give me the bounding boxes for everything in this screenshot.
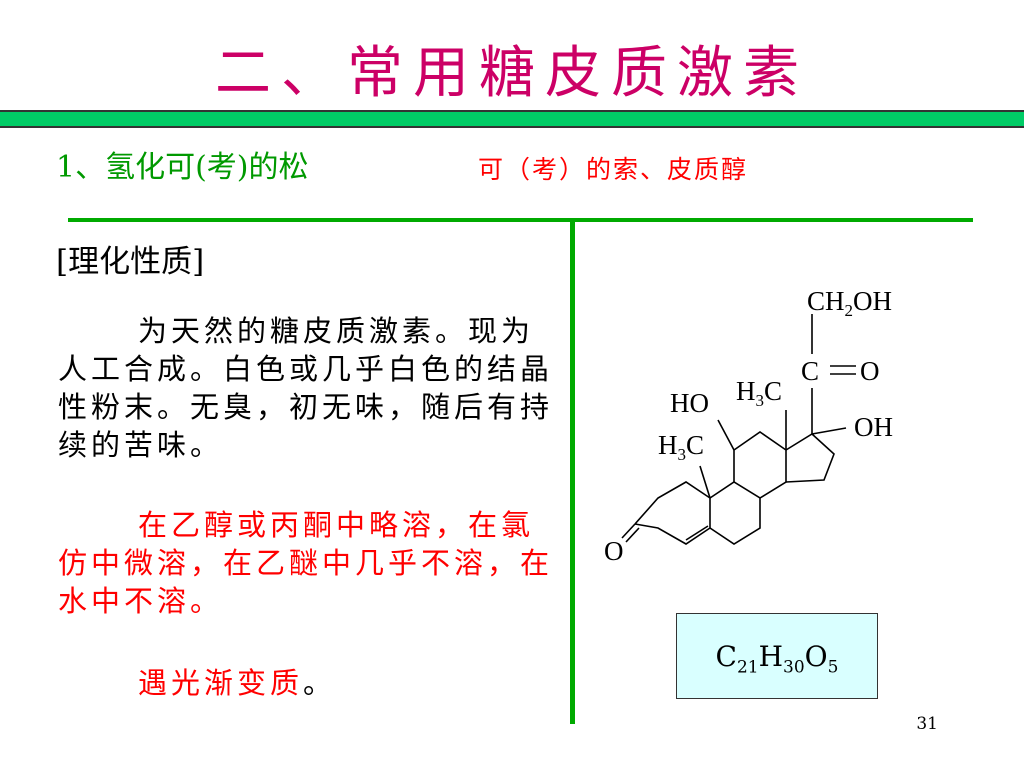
- ring-oxygen-label: O: [604, 536, 624, 566]
- drug-alias-names: 可（考）的索、皮质醇: [478, 155, 749, 184]
- stability-highlight: 遇光渐变质: [138, 666, 304, 700]
- methyl-lower-label: H3C: [658, 430, 704, 464]
- vertical-divider: [570, 222, 575, 724]
- properties-paragraph: 为天然的糖皮质激素。现为人工合成。白色或几乎白色的结晶性粉末。无臭，初无味，随后…: [58, 312, 558, 464]
- keto-oxygen-label: O: [860, 356, 880, 386]
- section-label: [理化性质]: [56, 244, 205, 280]
- carbonyl-carbon-label: C: [801, 356, 819, 386]
- c17-hydroxyl-label: OH: [854, 412, 893, 442]
- hydroxyl-label: HO: [670, 388, 709, 418]
- stability-paragraph: 遇光渐变质。: [58, 664, 558, 702]
- title-divider-bar: [0, 110, 1024, 128]
- page-number: 31: [916, 714, 938, 734]
- solubility-paragraph: 在乙醇或丙酮中略溶，在氯仿中微溶，在乙醚中几乎不溶，在水中不溶。: [58, 506, 558, 620]
- stability-end: 。: [303, 666, 337, 700]
- ch2oh-label: CH2OH: [807, 286, 892, 320]
- hydrocortisone-structure-diagram: CH2OH C O HO H3C OH H3C O: [604, 286, 893, 566]
- properties-text: 为天然的糖皮质激素。现为人工合成。白色或几乎白色的结晶性粉末。无臭，初无味，随后…: [58, 314, 554, 462]
- solubility-text: 在乙醇或丙酮中略溶，在氯仿中微溶，在乙醚中几乎不溶，在水中不溶。: [58, 508, 554, 618]
- drug-name-heading: 1、氢化可(考)的松: [56, 150, 309, 185]
- structure-bonds: [621, 314, 856, 545]
- molecular-formula-box: C21H30O5: [676, 613, 878, 699]
- slide-title: 二、常用糖皮质激素: [215, 41, 809, 106]
- horizontal-divider: [68, 218, 973, 222]
- methyl-upper-label: H3C: [736, 376, 782, 410]
